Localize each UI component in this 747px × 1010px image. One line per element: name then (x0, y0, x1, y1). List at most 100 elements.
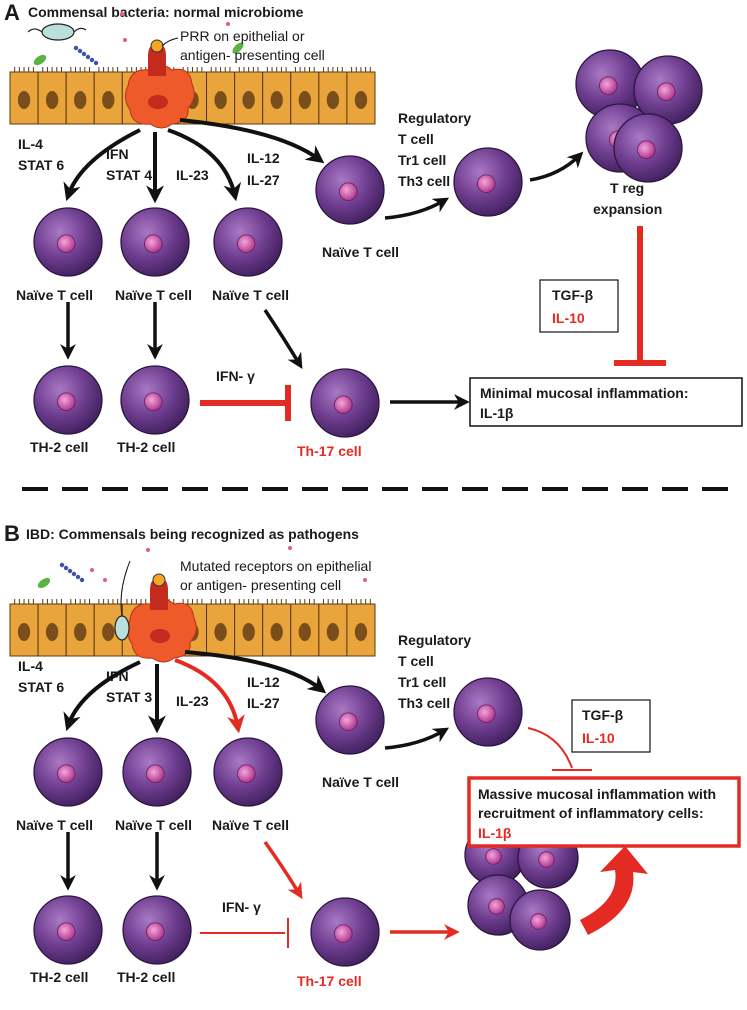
naive-t-cell-label: Naïve T cell (322, 774, 399, 790)
outcome-box (467, 776, 741, 848)
stat4-label: STAT 4 (106, 167, 152, 183)
il1-beta-label: IL-1β (480, 405, 514, 421)
treg-arrows (60, 151, 584, 410)
t-cell-icon (315, 685, 385, 755)
il10-label: IL-10 (552, 310, 585, 326)
t-cell-icon (213, 207, 283, 277)
epithelial-cell-icon (234, 599, 264, 657)
epithelial-cell-icon (65, 599, 95, 657)
naive-t-cell-label: Naïve T cell (16, 287, 93, 303)
panel-b-title: IBD: Commensals being recognized as path… (26, 526, 359, 542)
t-cell-label: T cell (398, 653, 434, 669)
epithelial-cell-icon (290, 599, 320, 657)
outcome-text: Minimal mucosal inflammation: (480, 385, 688, 401)
escalation-arrow-icon (580, 846, 648, 935)
signal-arrows (63, 650, 327, 734)
epithelial-cell-icon (37, 67, 67, 125)
t-reg-cell-icon (633, 55, 703, 125)
mutated-receptor-label-2: or antigen- presenting cell (180, 577, 341, 593)
t-cell-label: T cell (398, 131, 434, 147)
t-cell-icon (453, 147, 523, 217)
outcome-text-1: Massive mucosal inflammation with (478, 786, 716, 802)
il23-label: IL-23 (176, 167, 209, 183)
bacteria-icon (37, 546, 367, 589)
epithelial-cell-icon (37, 599, 67, 657)
il4-label: IL-4 (18, 136, 43, 152)
signal-arrows (63, 118, 325, 204)
naive-t-cells-row (33, 677, 579, 967)
ifn-gamma-label: IFN- γ (222, 899, 261, 915)
inhibition-bars (200, 727, 592, 948)
t-cell-icon (33, 737, 103, 807)
expansion-label: expansion (593, 201, 662, 217)
naive-t-cell-label: Naïve T cell (212, 287, 289, 303)
tr1-label: Tr1 cell (398, 674, 446, 690)
cytokine-box (539, 279, 619, 333)
ifn-label: IFN (106, 146, 129, 162)
prr-label-2: antigen- presenting cell (180, 47, 325, 63)
il1-beta-label: IL-1β (478, 825, 512, 841)
t-cell-icon (315, 155, 385, 225)
epithelial-cell-icon (93, 599, 123, 657)
naive-t-cells-row (33, 49, 703, 438)
tgf-beta-label: TGF-β (552, 287, 594, 303)
outcome-text-2: recruitment of inflammatory cells: (478, 805, 704, 821)
il23-label: IL-23 (176, 693, 209, 709)
epithelial-cell-icon (318, 67, 348, 125)
t-cell-icon (120, 207, 190, 277)
t-cell-icon (122, 895, 192, 965)
tgf-beta-label: TGF-β (582, 707, 624, 723)
stat6-label: STAT 6 (18, 157, 64, 173)
panel-a-letter: A (4, 0, 20, 25)
panel-a-title: Commensal bacteria: normal microbiome (28, 4, 304, 20)
il12-label: IL-12 (247, 150, 280, 166)
regulatory-label: Regulatory (398, 110, 471, 126)
th3-label: Th3 cell (398, 173, 450, 189)
inflammatory-cell-icon (509, 889, 571, 951)
stat6-label: STAT 6 (18, 679, 64, 695)
epithelial-cell-icon (9, 599, 39, 657)
il12-label: IL-12 (247, 674, 280, 690)
t-cell-icon (310, 368, 380, 438)
epithelial-cell-icon (93, 67, 123, 125)
th2-label: TH-2 cell (30, 439, 88, 455)
prr-label-1: PRR on epithelial or (180, 28, 305, 44)
inhibition-bars (200, 226, 666, 421)
mutated-receptor-label-1: Mutated receptors on epithelial (180, 558, 371, 574)
il27-label: IL-27 (247, 172, 280, 188)
regulatory-label: Regulatory (398, 632, 471, 648)
tr1-label: Tr1 cell (398, 152, 446, 168)
naive-t-cell-label: Naïve T cell (115, 817, 192, 833)
epithelial-cell-icon (65, 67, 95, 125)
t-cell-icon (213, 737, 283, 807)
antigen-presenting-cell-icon (114, 560, 197, 663)
t-cell-icon (33, 207, 103, 277)
pathway-arrows (60, 727, 460, 940)
epithelial-cell-icon (206, 67, 236, 125)
epithelial-cell-icon (262, 599, 292, 657)
il10-label: IL-10 (582, 730, 615, 746)
th17-label: Th-17 cell (297, 443, 362, 459)
t-reg-cell-icon (613, 113, 683, 183)
epithelial-cell-icon (9, 67, 39, 125)
epithelial-cell-icon (290, 67, 320, 125)
epithelial-cell-icon (206, 599, 236, 657)
th2-label: TH-2 cell (117, 969, 175, 985)
epithelium-layer (9, 67, 376, 125)
stat3-label: STAT 3 (106, 689, 152, 705)
naive-t-cell-label: Naïve T cell (322, 244, 399, 260)
ifn-gamma-label: IFN- γ (216, 368, 255, 384)
t-cell-icon (33, 895, 103, 965)
t-cell-icon (453, 677, 523, 747)
th2-label: TH-2 cell (30, 969, 88, 985)
naive-t-cell-label: Naïve T cell (16, 817, 93, 833)
t-cell-icon (33, 365, 103, 435)
cytokine-box (571, 699, 651, 753)
t-cell-icon (310, 897, 380, 967)
naive-t-cell-label: Naïve T cell (212, 817, 289, 833)
t-cell-icon (120, 365, 190, 435)
epithelial-cell-icon (346, 67, 376, 125)
th2-label: TH-2 cell (117, 439, 175, 455)
treg-label: T reg (610, 180, 644, 196)
